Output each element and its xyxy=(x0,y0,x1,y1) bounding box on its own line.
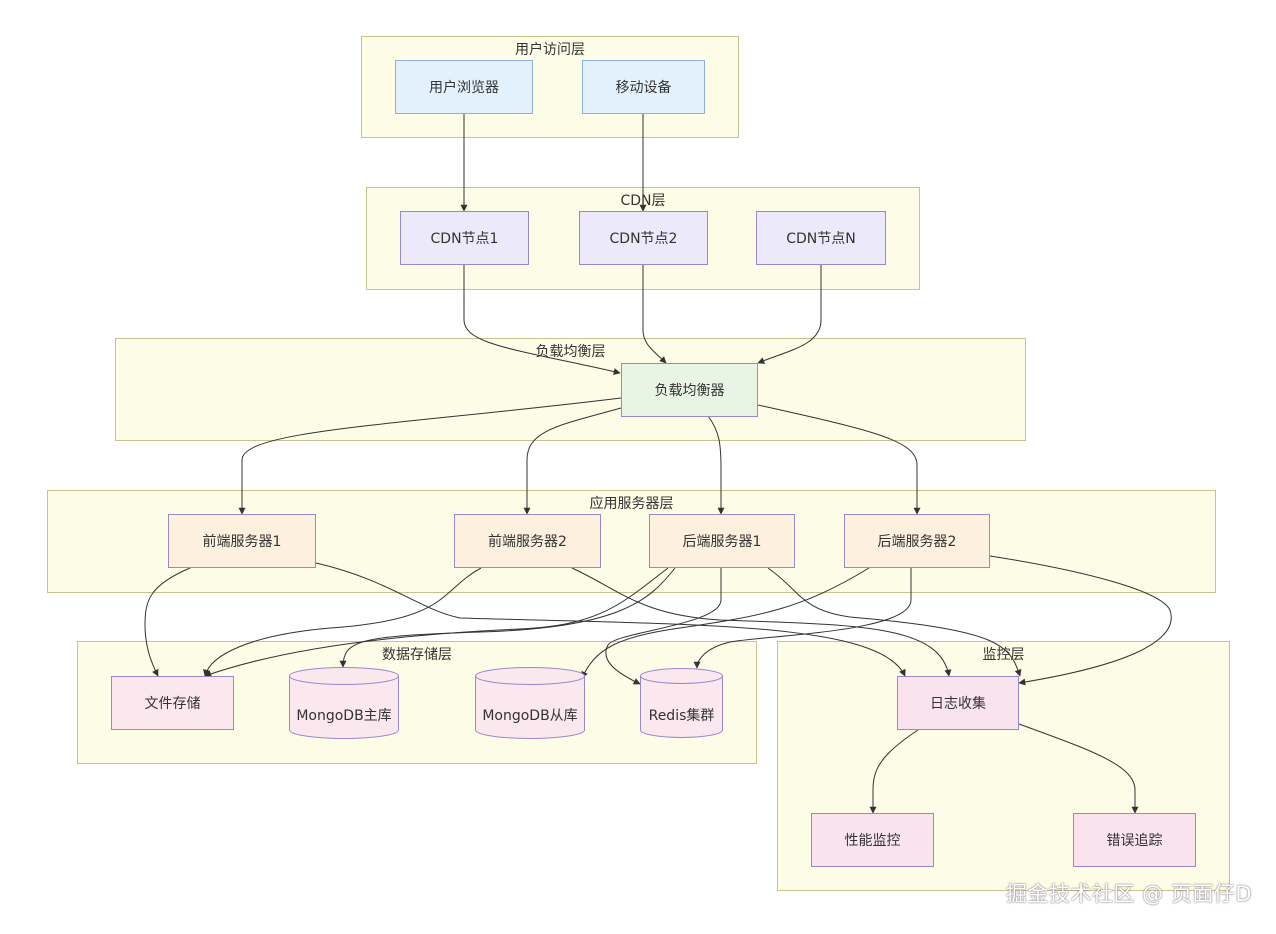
node-mobile-device: 移动设备 xyxy=(582,60,705,114)
node-load-balancer: 负载均衡器 xyxy=(621,363,758,417)
node-label: CDN节点1 xyxy=(430,231,499,247)
edge-fe1-files xyxy=(144,567,191,677)
node-label: 负载均衡器 xyxy=(654,383,725,399)
node-mongodb-replica: MongoDB从库 xyxy=(475,667,585,739)
node-mongodb-primary: MongoDB主库 xyxy=(289,667,399,739)
node-label: 错误追踪 xyxy=(1106,833,1163,849)
node-label: 文件存储 xyxy=(144,696,201,712)
node-frontend-server-2: 前端服务器2 xyxy=(454,514,601,568)
edge-fe2-logs xyxy=(571,567,952,677)
edge-cdn1-lb xyxy=(463,265,621,375)
edge-be2-redis xyxy=(693,568,912,669)
edge-be2-logs xyxy=(989,555,1172,686)
edge-lb-be2 xyxy=(757,404,921,515)
edge-be2-replica xyxy=(581,567,870,679)
database-cylinder-icon xyxy=(475,667,585,739)
edge-lb-fe1 xyxy=(238,397,622,515)
watermark: 掘金技术社区 @ 页面仔D xyxy=(1005,882,1252,906)
layer-title: 应用服务器层 xyxy=(589,496,674,512)
edge-cdn2-lb xyxy=(642,265,667,364)
node-backend-server-1: 后端服务器1 xyxy=(649,514,795,568)
node-label: 移动设备 xyxy=(615,80,672,96)
node-label: 后端服务器1 xyxy=(682,534,762,550)
node-label: CDN节点2 xyxy=(609,231,678,247)
node-label: 性能监控 xyxy=(844,833,901,849)
edge-cdnN-lb xyxy=(757,265,822,364)
node-user-browser: 用户浏览器 xyxy=(395,60,533,114)
node-cdn-2: CDN节点2 xyxy=(579,211,708,265)
edge-logs-perf xyxy=(869,729,919,814)
node-file-storage: 文件存储 xyxy=(111,676,234,730)
edge-logs-errors xyxy=(1018,723,1139,814)
node-label: 日志收集 xyxy=(930,696,986,712)
node-label: 前端服务器2 xyxy=(488,534,567,550)
edge-lb-fe2 xyxy=(523,407,622,515)
node-label: CDN节点N xyxy=(786,231,856,247)
node-label: Redis集群 xyxy=(648,708,715,724)
edge-be1-logs xyxy=(767,567,1022,677)
layer-title: 数据存储层 xyxy=(382,647,452,663)
layer-title: 用户访问层 xyxy=(515,42,585,58)
node-performance-monitoring: 性能监控 xyxy=(811,813,934,867)
node-error-tracking: 错误追踪 xyxy=(1073,813,1196,867)
database-cylinder-icon xyxy=(640,668,723,738)
node-label: 用户浏览器 xyxy=(429,80,499,96)
node-cdn-n: CDN节点N xyxy=(756,211,886,265)
node-backend-server-2: 后端服务器2 xyxy=(844,514,990,568)
node-label: MongoDB从库 xyxy=(482,708,578,724)
edge-be1-files xyxy=(204,567,669,678)
edge-fe2-files xyxy=(203,567,482,677)
node-label: 后端服务器2 xyxy=(877,534,957,550)
database-cylinder-icon xyxy=(289,667,399,739)
node-cdn-1: CDN节点1 xyxy=(400,211,529,265)
node-label: MongoDB主库 xyxy=(296,708,392,724)
node-redis-cluster: Redis集群 xyxy=(640,668,723,739)
node-label: 前端服务器1 xyxy=(202,534,282,550)
edge-be1-mongo xyxy=(339,567,676,668)
edge-be1-redis xyxy=(605,568,722,685)
node-frontend-server-1: 前端服务器1 xyxy=(168,514,316,568)
node-log-collection: 日志收集 xyxy=(897,676,1019,730)
edge-lb-be1 xyxy=(707,415,725,515)
edge-fe1-logs xyxy=(315,562,906,677)
layer-title: 负载均衡层 xyxy=(535,344,606,360)
layer-title: 监控层 xyxy=(982,647,1025,663)
layer-load-balancer: 负载均衡层 xyxy=(115,338,1026,441)
